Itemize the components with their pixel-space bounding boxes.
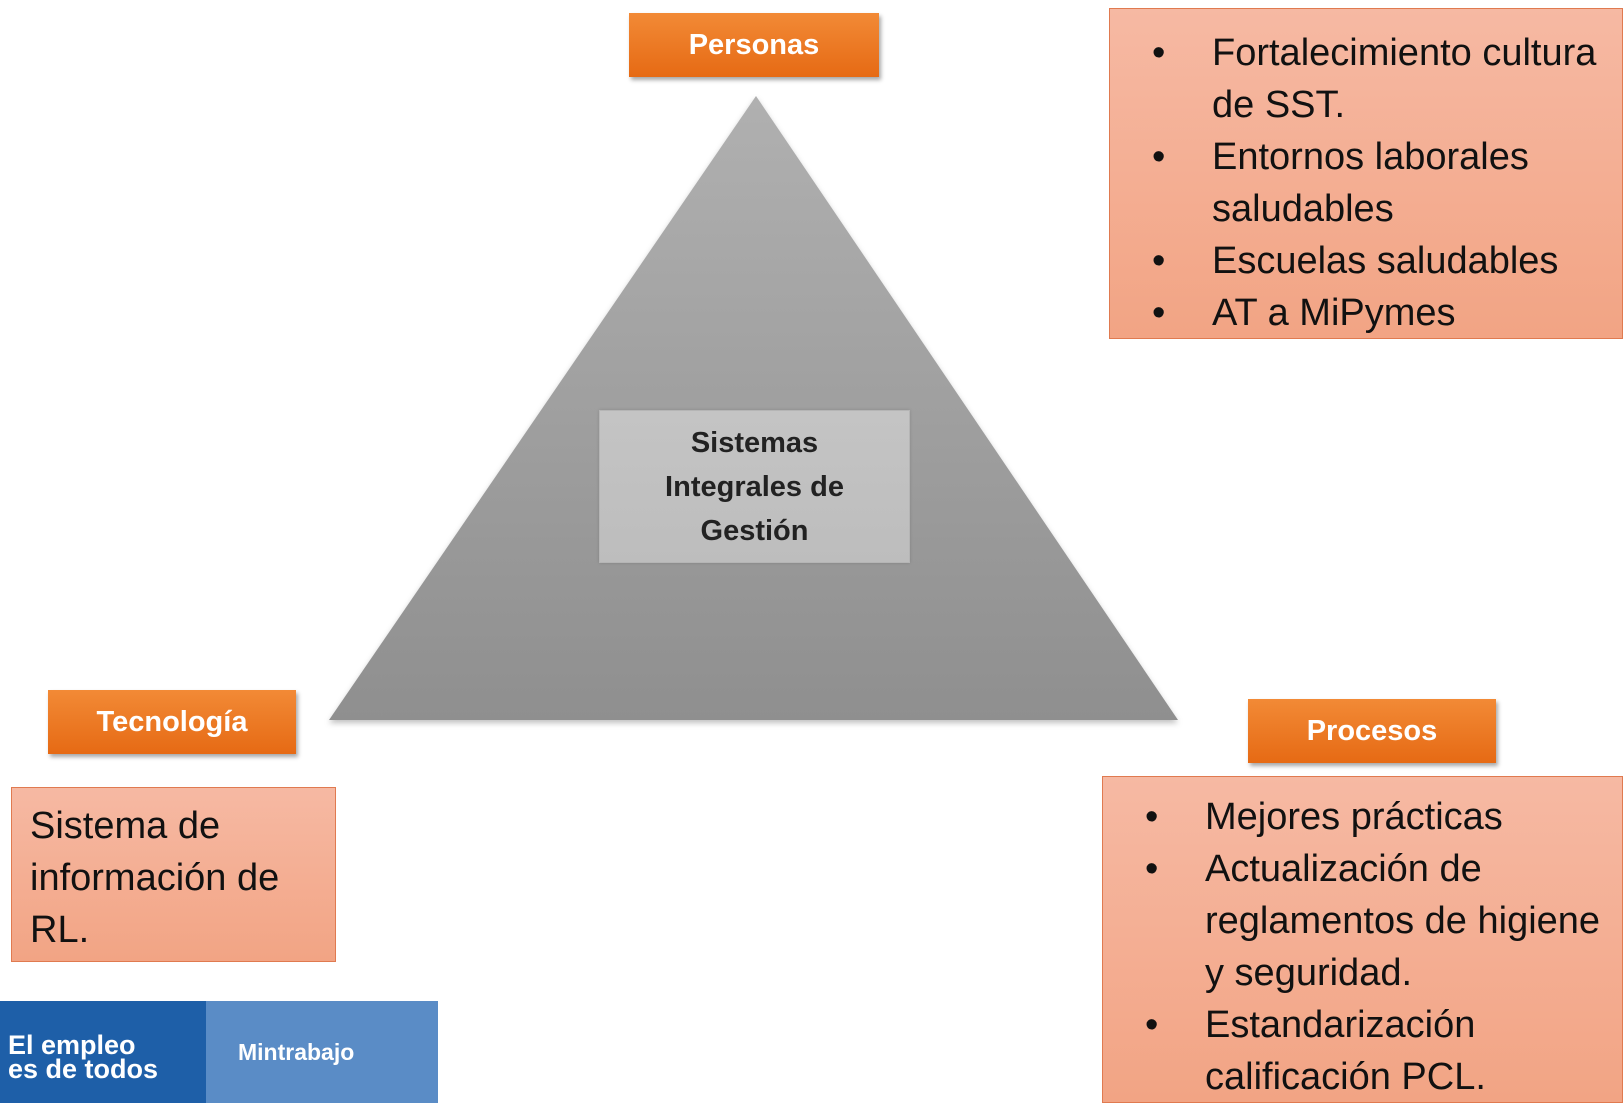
- bullet-icon: •: [1152, 32, 1166, 74]
- bullet-icon: •: [1145, 848, 1159, 890]
- triangle-shape: [329, 96, 1178, 720]
- list-item: • Entornos laborales saludables: [1132, 131, 1612, 235]
- list-item-text: Actualización de reglamentos de higiene …: [1205, 848, 1601, 994]
- personas-list: • Fortalecimiento cultura de SST. • Ento…: [1132, 27, 1612, 339]
- list-item-text: Fortalecimiento cultura de SST.: [1212, 32, 1597, 126]
- list-item: • Estandarización calificación PCL.: [1125, 999, 1612, 1103]
- list-item: • Actualización de reglamentos de higien…: [1125, 843, 1612, 999]
- center-label-box: Sistemas Integrales de Gestión: [599, 410, 910, 563]
- list-item-text: Escuelas saludables: [1212, 240, 1559, 282]
- procesos-tab: Procesos: [1248, 699, 1496, 763]
- list-item-text: AT a MiPymes: [1212, 292, 1456, 334]
- personas-panel: • Fortalecimiento cultura de SST. • Ento…: [1109, 8, 1623, 339]
- slogan-logo: El empleo es de todos: [0, 1001, 206, 1103]
- ministry-logo: Mintrabajo: [206, 1001, 438, 1103]
- list-item: • AT a MiPymes: [1132, 287, 1612, 339]
- list-item: • Mejores prácticas: [1125, 791, 1612, 843]
- list-item: • Escuelas saludables: [1132, 235, 1612, 287]
- tecnologia-tab: Tecnología: [48, 690, 296, 754]
- bullet-icon: •: [1152, 136, 1166, 178]
- tecnologia-panel: Sistema de información de RL.: [11, 787, 336, 962]
- procesos-panel: • Mejores prácticas • Actualización de r…: [1102, 776, 1623, 1103]
- list-item-text: Mejores prácticas: [1205, 796, 1503, 838]
- bullet-icon: •: [1152, 240, 1166, 282]
- footer-logo: El empleo es de todos Mintrabajo: [0, 1001, 438, 1103]
- bullet-icon: •: [1145, 796, 1159, 838]
- bullet-icon: •: [1145, 1004, 1159, 1046]
- list-item-text: Entornos laborales saludables: [1212, 136, 1529, 230]
- bullet-icon: •: [1152, 292, 1166, 334]
- ministry-label: Mintrabajo: [238, 1038, 355, 1065]
- list-item: • Fortalecimiento cultura de SST.: [1132, 27, 1612, 131]
- list-item-text: Estandarización calificación PCL.: [1205, 1004, 1486, 1098]
- procesos-list: • Mejores prácticas • Actualización de r…: [1125, 791, 1612, 1103]
- personas-tab: Personas: [629, 13, 879, 77]
